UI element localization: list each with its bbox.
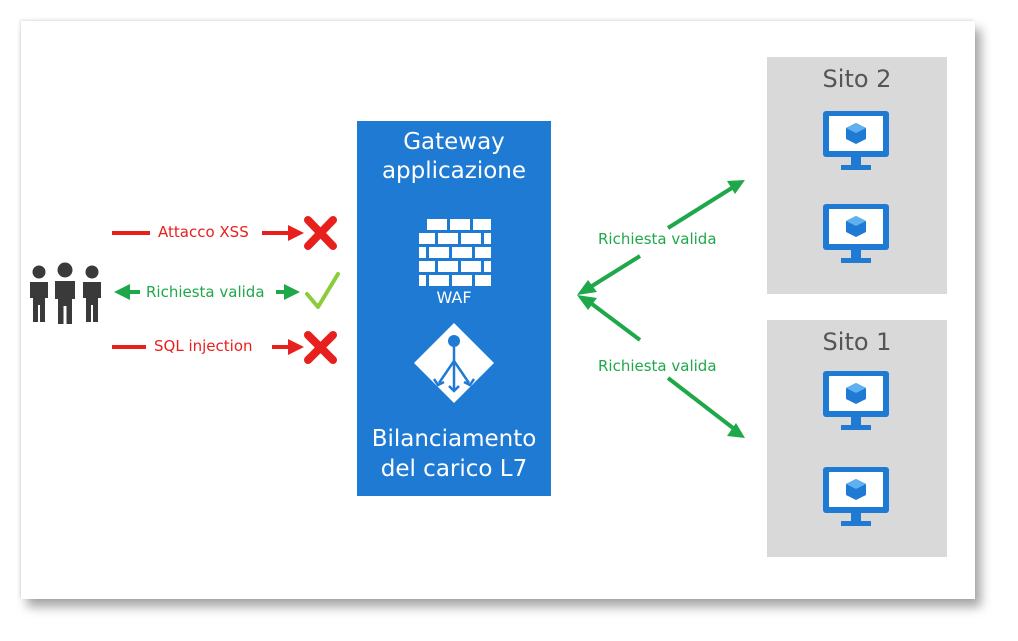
load-balancer-label: Bilanciamento del carico L7 xyxy=(357,424,551,484)
gateway-title-line2: applicazione xyxy=(381,158,527,184)
upper-arrowhead-right xyxy=(727,180,745,194)
site-2-title: Sito 2 xyxy=(822,65,892,93)
upper-line-top xyxy=(666,184,737,230)
request-label-xss: Attacco XSS xyxy=(158,223,249,241)
site-1-title: Sito 1 xyxy=(822,328,892,356)
backend-arrows xyxy=(577,180,745,438)
lb-line1: Bilanciamento xyxy=(371,426,537,452)
lower-line-bottom xyxy=(666,376,735,430)
lower-arrowhead-left xyxy=(577,295,597,310)
users-icon xyxy=(30,262,101,324)
blocked-x-icon xyxy=(304,331,337,364)
valid-arrowhead-left xyxy=(114,284,130,300)
gateway-title-line1: Gateway xyxy=(403,129,505,155)
valid-arrowhead-right xyxy=(284,284,300,300)
gateway-title: Gateway applicazione xyxy=(357,128,551,186)
virtual-machine-icon xyxy=(823,111,889,170)
request-xss xyxy=(112,216,337,250)
upper-arrowhead-left xyxy=(577,280,597,295)
application-gateway: Gateway applicazione xyxy=(357,121,551,496)
sql-arrowhead xyxy=(288,339,304,355)
firewall-brick-icon xyxy=(419,219,491,286)
backend-label-lower: Richiesta valida xyxy=(598,357,717,375)
request-valid xyxy=(114,272,340,309)
gateway-icons xyxy=(414,219,494,403)
load-balancer-icon xyxy=(414,323,494,403)
virtual-machine-icon xyxy=(823,467,889,526)
request-label-valid: Richiesta valida xyxy=(146,283,265,301)
lower-line-top xyxy=(590,302,642,342)
upper-line-bottom xyxy=(590,254,642,288)
request-label-sql: SQL injection xyxy=(154,337,253,355)
lower-arrowhead-right xyxy=(727,423,745,438)
request-sql xyxy=(112,331,337,364)
waf-label: WAF xyxy=(436,288,472,307)
xss-arrowhead xyxy=(288,225,304,241)
virtual-machine-icon xyxy=(823,204,889,263)
backend-label-upper: Richiesta valida xyxy=(598,230,717,248)
blocked-x-icon xyxy=(304,216,337,250)
allowed-check-icon xyxy=(305,272,340,309)
lb-line2: del carico L7 xyxy=(380,456,528,482)
virtual-machine-icon xyxy=(823,371,889,430)
